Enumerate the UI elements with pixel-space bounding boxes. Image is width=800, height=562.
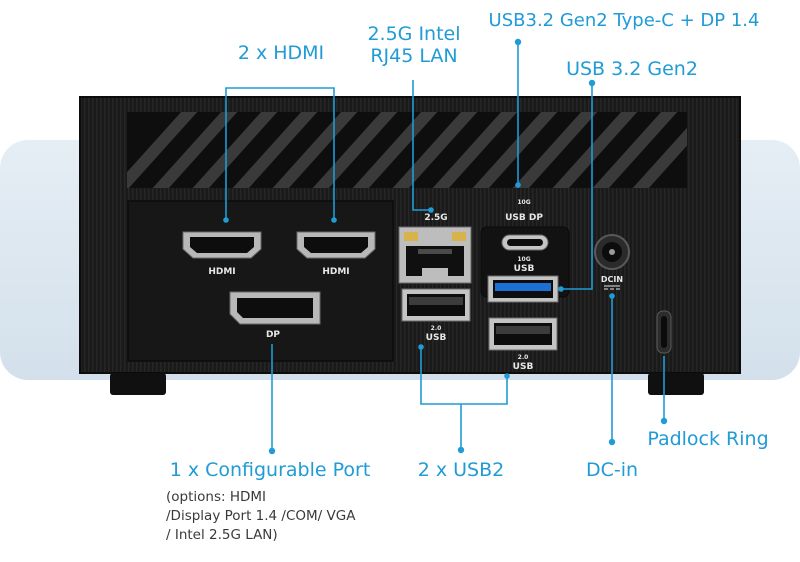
usb32-port-label: USB — [514, 264, 535, 274]
callout-dcin: DC-in — [586, 459, 638, 481]
callout-dots — [223, 38, 668, 455]
config-option-2: /Display Port 1.4 /COM/ VGA — [166, 508, 356, 524]
dc-in-label: DCIN — [601, 275, 623, 284]
callout-usb2: 2 x USB2 — [418, 459, 505, 481]
usb2-port-1-label: USB — [426, 333, 447, 343]
typec-port-label: USB DP — [505, 213, 543, 223]
rubber-foot — [648, 373, 704, 395]
hdmi-port-1-label: HDMI — [208, 267, 235, 277]
hdmi-port-1 — [182, 231, 262, 259]
usb-typec-port — [501, 234, 549, 251]
callout-typec: USB3.2 Gen2 Type-C + DP 1.4 — [489, 10, 760, 31]
usb2-port-1-speed: 2.0 — [431, 325, 442, 332]
usb2-port-2-label: USB — [513, 362, 534, 372]
typec-speed-label: 10G — [517, 199, 530, 206]
configurable-panel — [127, 200, 394, 362]
usb32-gen2-port — [487, 275, 559, 303]
lan-port-label: 2.5G — [424, 213, 447, 223]
callout-lan-line2: RJ45 LAN — [370, 45, 457, 67]
callout-leader-lines — [225, 42, 665, 451]
padlock-ring-slot — [656, 310, 672, 354]
dc-in-jack — [594, 234, 630, 270]
usb2-port-2-speed: 2.0 — [518, 354, 529, 361]
callout-usb32: USB 3.2 Gen2 — [566, 58, 698, 80]
usb32-speed-label: 10G — [517, 256, 530, 263]
displayport-port — [229, 291, 321, 325]
callout-config-port: 1 x Configurable Port — [170, 459, 371, 481]
config-option-1: (options: HDMI — [166, 489, 266, 505]
rj45-lan-port — [398, 226, 472, 284]
hdmi-port-2-label: HDMI — [322, 267, 349, 277]
callout-lan-line1: 2.5G Intel — [367, 23, 460, 45]
hdmi-port-2 — [296, 231, 376, 259]
callout-padlock: Padlock Ring — [647, 428, 768, 450]
callout-hdmi: 2 x HDMI — [238, 42, 324, 64]
usb2-port-1 — [401, 288, 471, 322]
displayport-label: DP — [266, 330, 280, 340]
rubber-foot — [110, 373, 166, 395]
usb2-port-2 — [488, 317, 558, 351]
config-option-3: / Intel 2.5G LAN) — [166, 527, 278, 543]
